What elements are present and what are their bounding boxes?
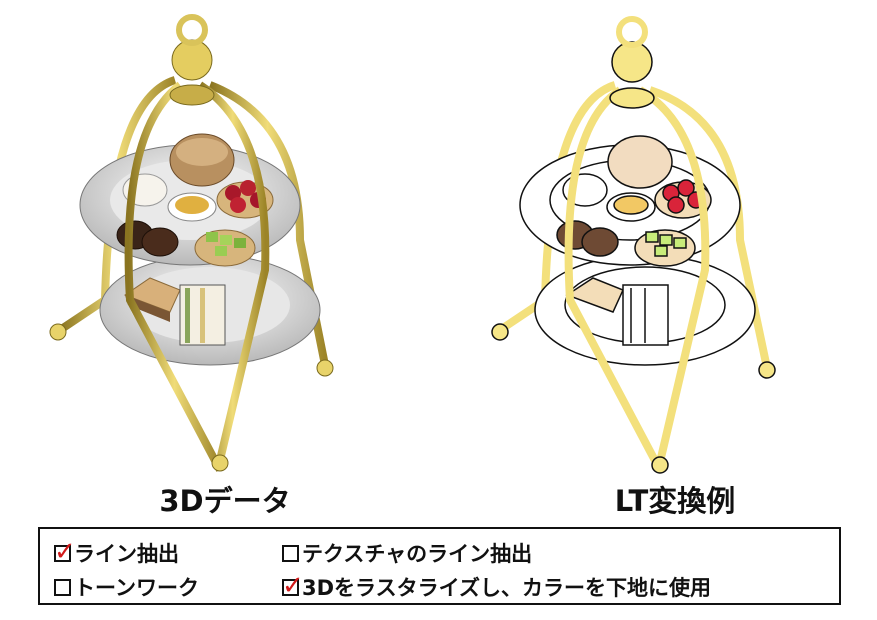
option-label: ライン抽出: [74, 542, 179, 566]
check-mark-icon: ✓: [54, 536, 76, 567]
check-mark-icon: ✓: [282, 570, 304, 601]
render-3d-image: [20, 0, 440, 480]
option-texture-line-extraction[interactable]: テクスチャのライン抽出: [282, 538, 532, 568]
option-rasterize-color[interactable]: ✓ 3Dをラスタライズし、カラーを下地に使用: [282, 572, 711, 602]
texture-line-checkbox[interactable]: [282, 544, 299, 562]
option-line-extraction[interactable]: ✓ ライン抽出: [54, 538, 179, 568]
caption-lt-example: LT変換例: [614, 484, 736, 518]
tone-work-checkbox[interactable]: [54, 578, 71, 596]
option-label: 3Dをラスタライズし、カラーを下地に使用: [302, 576, 711, 600]
rasterize-color-checkbox[interactable]: ✓: [282, 573, 304, 599]
option-label: テクスチャのライン抽出: [302, 542, 533, 566]
options-box: ✓ ライン抽出 テクスチャのライン抽出 トーンワーク ✓ 3Dをラスタライズし、…: [38, 527, 841, 605]
option-tone-work[interactable]: トーンワーク: [54, 572, 199, 602]
line-extraction-checkbox[interactable]: ✓: [54, 539, 76, 565]
option-label: トーンワーク: [74, 576, 199, 600]
lt-conversion-image: [455, 0, 875, 480]
caption-3d-data: 3Dデータ: [159, 484, 291, 518]
